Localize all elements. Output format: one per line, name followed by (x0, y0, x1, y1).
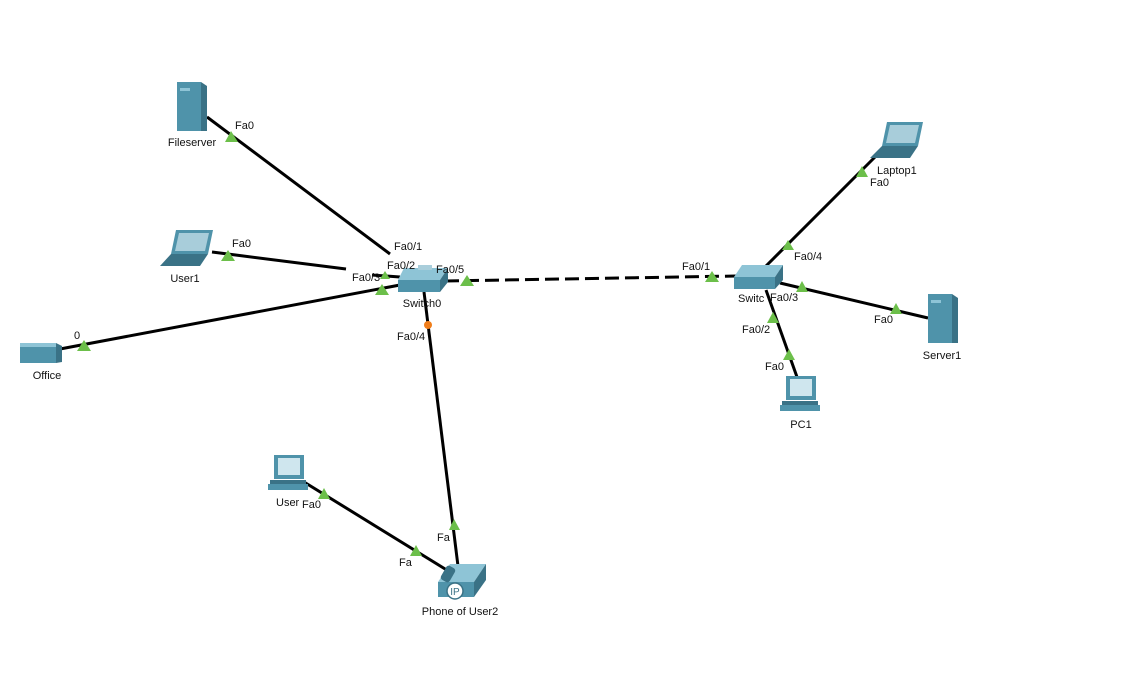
port-label: Fa0 (302, 499, 321, 511)
device-label: Laptop1 (877, 165, 917, 177)
device-label: Office (33, 370, 62, 382)
device-pc1[interactable]: PC1 (780, 376, 820, 431)
device-label: Server1 (923, 350, 962, 362)
device-user1[interactable]: User1 (160, 230, 213, 285)
port-label: Fa0/5 (436, 264, 464, 276)
link-up-icon (705, 271, 719, 282)
link-up-icon (856, 166, 868, 177)
link-up-icon (783, 349, 795, 360)
port-label: Fa0/3 (770, 292, 798, 304)
link-up-icon (375, 284, 389, 295)
link-switch1-pc1[interactable] (764, 289, 799, 378)
device-label: Switc (738, 293, 765, 305)
link-up-icon (460, 275, 474, 286)
device-office[interactable]: Office (20, 343, 62, 382)
link-up-icon (796, 281, 808, 292)
link-up-icon (77, 340, 91, 351)
link-up-icon (449, 519, 460, 530)
device-switch1[interactable]: Switc (734, 265, 783, 305)
device-user2[interactable]: User (268, 455, 308, 509)
port-label: Fa0/2 (387, 260, 415, 272)
link-switch0-phone[interactable] (422, 291, 460, 567)
link-up-icon (221, 250, 235, 261)
network-device-icon (20, 343, 56, 363)
device-phone-of-user2[interactable]: IP Phone of User2 (422, 564, 498, 618)
device-label: User1 (170, 273, 199, 285)
device-fileserver[interactable]: Fileserver (168, 82, 217, 149)
port-labels: Fa0 Fa0/1 Fa0 Fa0/2 Fa0/3 0 Fa0/5 Fa0/1 … (74, 120, 893, 569)
device-label: Fileserver (168, 137, 217, 149)
link-office-switch0[interactable] (59, 283, 401, 351)
link-up-icon (318, 488, 330, 499)
device-laptop1[interactable]: Laptop1 (870, 122, 923, 177)
device-label: User (276, 497, 300, 509)
device-switch0[interactable]: Switch0 (398, 265, 448, 310)
device-label: Phone of User2 (422, 606, 498, 618)
link-up-icon (410, 545, 422, 556)
port-label: Fa0 (232, 238, 251, 250)
link-up-icon (782, 240, 794, 250)
link-up-icon (767, 312, 779, 323)
link-user1-switch0[interactable] (211, 250, 347, 271)
port-label: Fa (399, 557, 413, 569)
link-switch0-switch1[interactable] (444, 274, 737, 283)
link-fileserver-switch0[interactable] (206, 115, 391, 256)
switch-icon (398, 268, 448, 280)
switch-icon (734, 265, 783, 277)
ip-badge: IP (450, 587, 460, 598)
link-up-icon (380, 271, 390, 279)
link-up-icon (225, 131, 238, 142)
link-pending-icon (424, 321, 432, 329)
port-label: Fa0/1 (682, 261, 710, 273)
link-up-icon (890, 303, 902, 314)
port-label: 0 (74, 330, 80, 342)
port-label: Fa0 (765, 361, 784, 373)
port-label: Fa0/4 (794, 251, 822, 263)
port-label: Fa0/3 (352, 272, 380, 284)
port-label: Fa0/2 (742, 324, 770, 336)
port-label: Fa0/1 (394, 241, 422, 253)
port-label: Fa (437, 532, 451, 544)
link-status-indicators (77, 131, 902, 556)
device-label: PC1 (790, 419, 811, 431)
port-label: Fa0 (870, 177, 889, 189)
port-label: Fa0 (235, 120, 254, 132)
device-server1[interactable]: Server1 (923, 294, 962, 362)
device-label: Switch0 (403, 298, 442, 310)
port-label: Fa0/4 (397, 331, 425, 343)
port-label: Fa0 (874, 314, 893, 326)
